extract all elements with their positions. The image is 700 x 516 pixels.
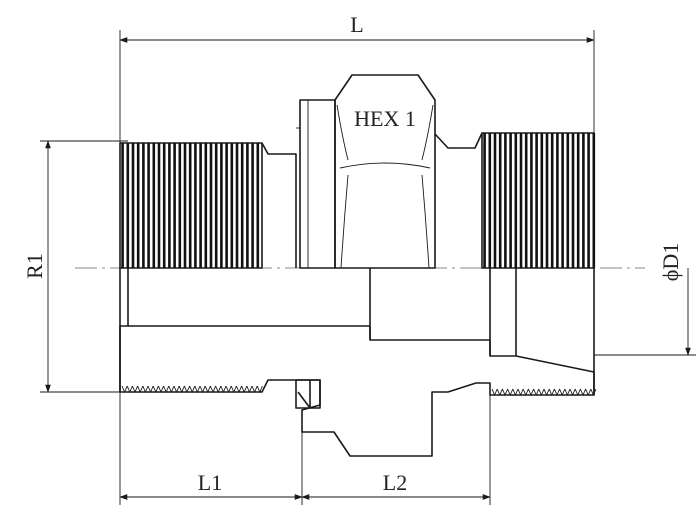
dim-label-D1: ϕD1 (658, 243, 683, 281)
hex-label: HEX 1 (354, 106, 416, 131)
hex-nut (334, 74, 436, 269)
dim-label-L: L (350, 12, 363, 37)
dim-label-R1: R1 (22, 253, 47, 279)
section-hatch (119, 325, 595, 457)
collar (299, 99, 336, 269)
left-thread-lines (121, 143, 260, 268)
right-thread-lines (483, 133, 596, 268)
left-neck (261, 142, 297, 268)
right-thread-teeth (491, 388, 597, 397)
right-neck (434, 132, 483, 149)
dim-label-L1: L1 (198, 470, 222, 495)
groove (295, 379, 321, 409)
dim-label-L2: L2 (383, 470, 407, 495)
left-thread-teeth (121, 385, 263, 394)
